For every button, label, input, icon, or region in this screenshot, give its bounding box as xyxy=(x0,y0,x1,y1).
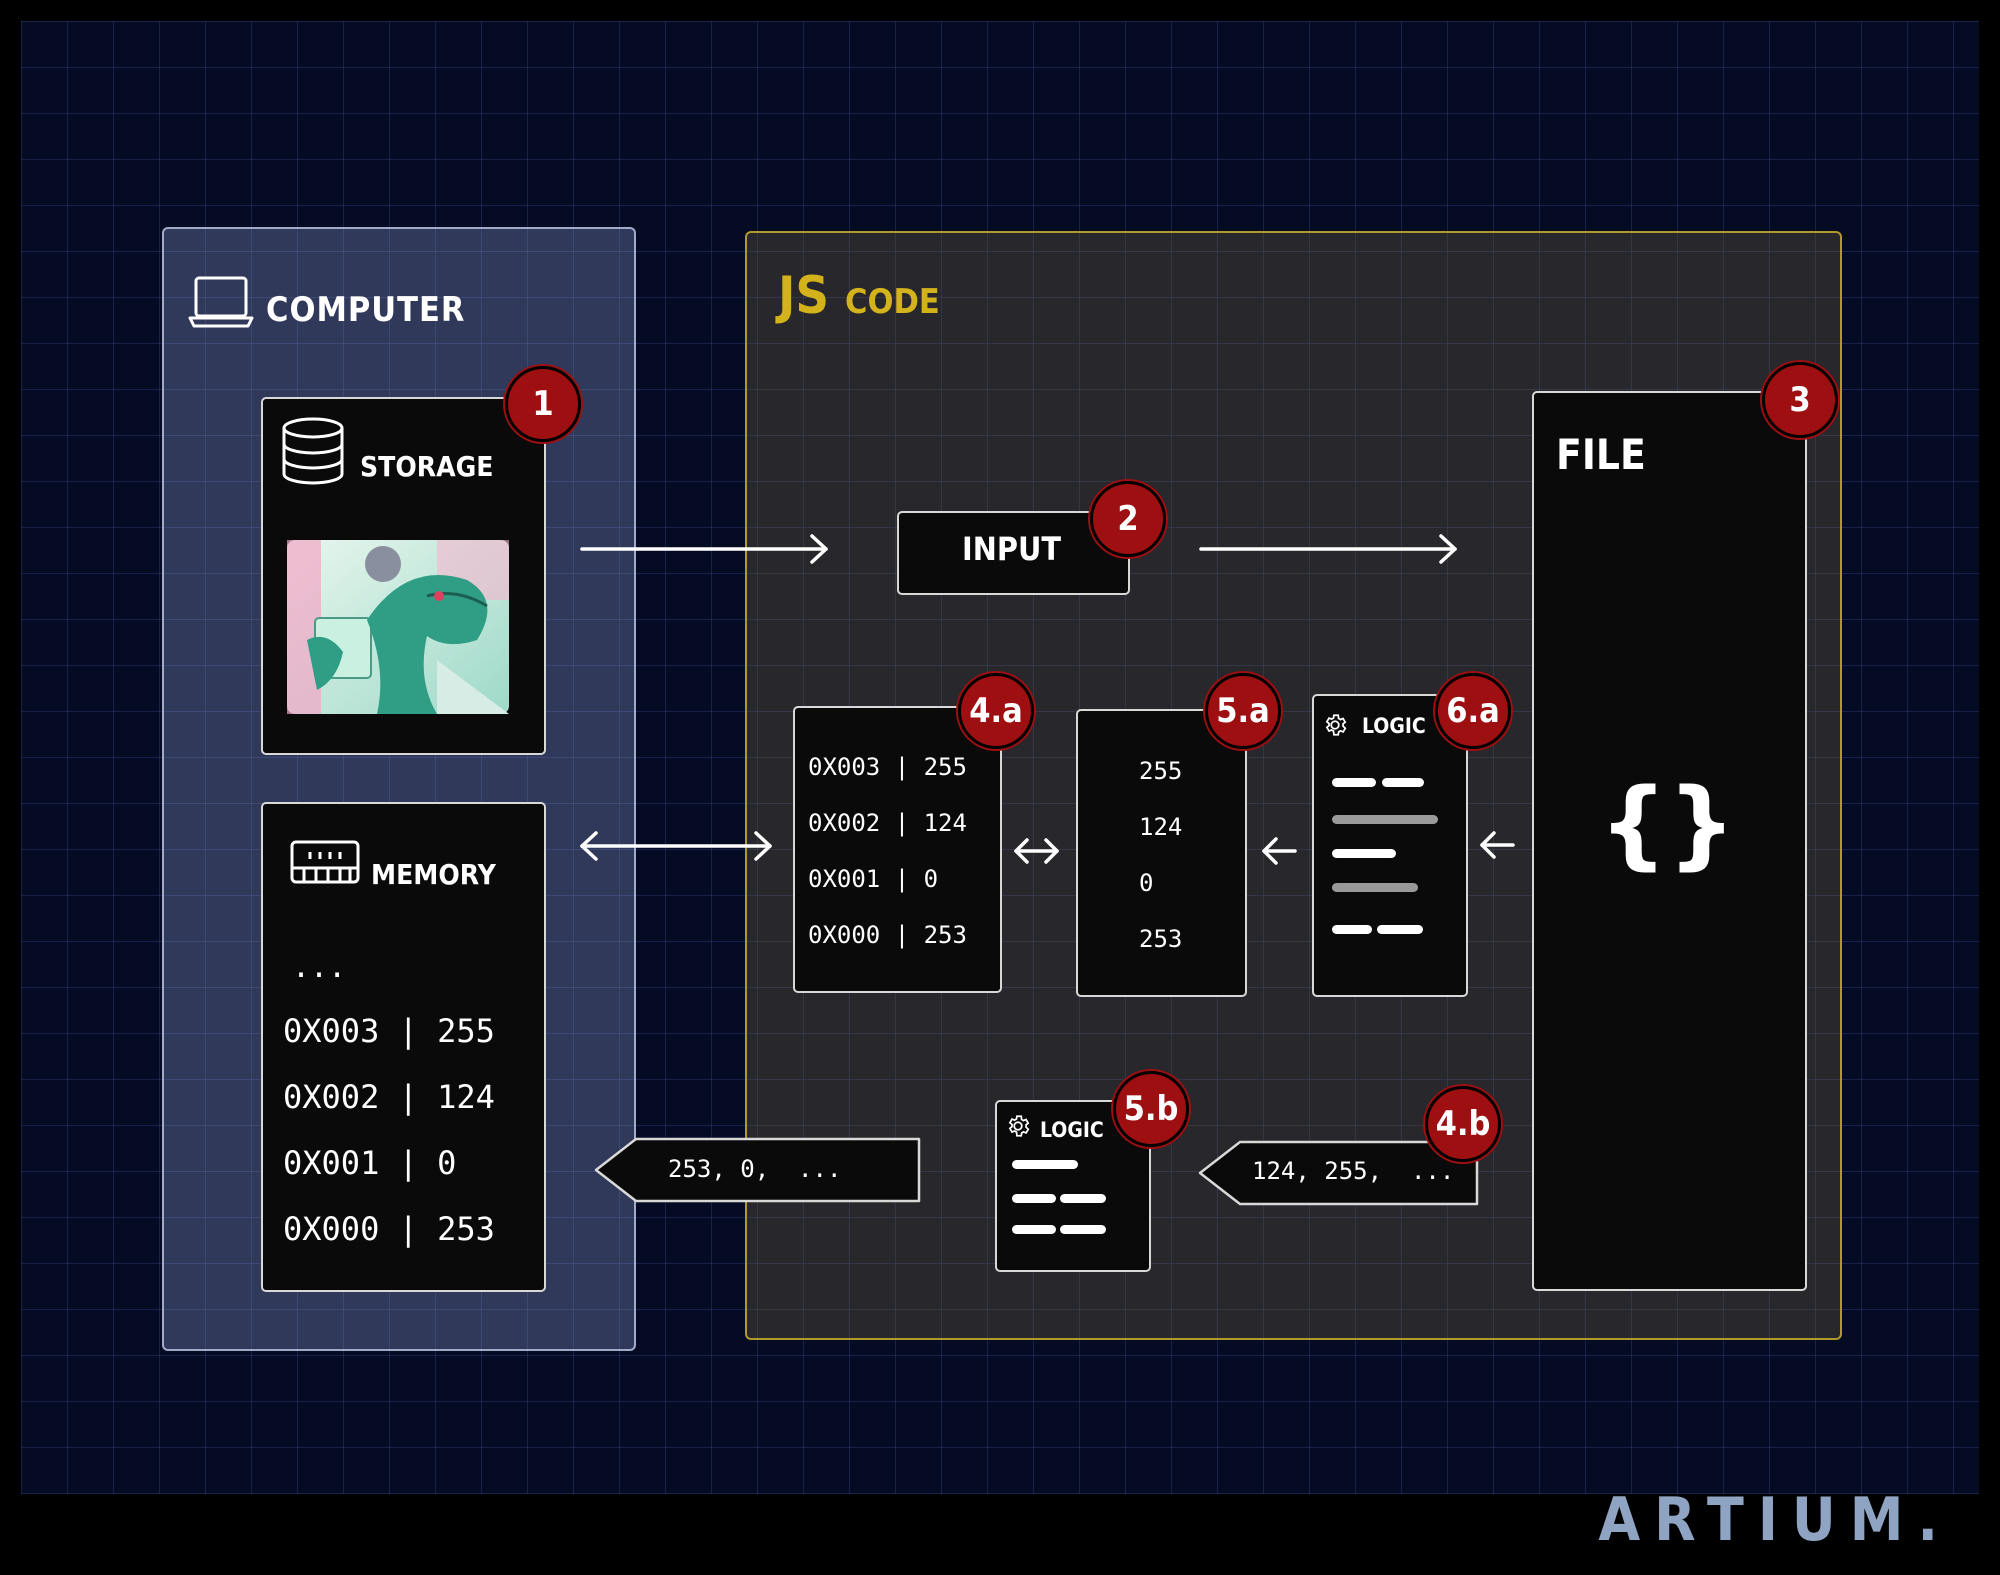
step-badge-3: 3 xyxy=(1762,362,1838,438)
memory-box xyxy=(261,802,546,1292)
values-box xyxy=(1076,709,1247,997)
memory-table-row: 0X001 | 0 xyxy=(808,865,939,893)
logic-label: LOGIC xyxy=(1362,714,1426,738)
memory-table-box xyxy=(793,706,1002,993)
logic-box-6a xyxy=(1312,694,1468,997)
memory-label: MEMORY xyxy=(371,858,496,891)
memory-ellipsis: ... xyxy=(292,950,347,985)
value-item: 253 xyxy=(1139,925,1183,953)
code-line xyxy=(1332,925,1372,934)
output-stream-text: 253, 0, ... xyxy=(668,1155,842,1183)
code-line xyxy=(1060,1225,1106,1234)
memory-row: 0X003 | 255 xyxy=(283,1012,495,1050)
laptop-icon xyxy=(188,276,254,328)
step-badge-4b: 4.b xyxy=(1425,1086,1501,1162)
code-line xyxy=(1012,1194,1056,1203)
code-line xyxy=(1377,925,1423,934)
code-title: CODE xyxy=(845,282,940,322)
curly-braces-icon: {} xyxy=(1599,768,1736,880)
file-label: FILE xyxy=(1556,430,1646,479)
input-label: INPUT xyxy=(962,530,1061,568)
memory-row: 0X001 | 0 xyxy=(283,1144,457,1182)
stream-tag-4b xyxy=(1198,1140,1479,1206)
code-line xyxy=(1382,778,1424,787)
code-line xyxy=(1332,883,1418,892)
code-line xyxy=(1332,849,1396,858)
memory-table-row: 0X003 | 255 xyxy=(808,753,967,781)
step-badge-5b: 5.b xyxy=(1113,1071,1189,1147)
brand-logo: ARTIUM. xyxy=(1598,1485,1952,1555)
code-line xyxy=(1012,1225,1056,1234)
value-item: 0 xyxy=(1139,869,1154,897)
stream-text-4b: 124, 255, ... xyxy=(1252,1157,1455,1185)
step-badge-6a: 6.a xyxy=(1435,673,1511,749)
value-item: 255 xyxy=(1139,757,1183,785)
computer-title: COMPUTER xyxy=(266,290,466,330)
storage-label: STORAGE xyxy=(360,450,494,483)
code-line xyxy=(1060,1194,1106,1203)
memory-row: 0X002 | 124 xyxy=(283,1078,495,1116)
memory-row: 0X000 | 253 xyxy=(283,1210,495,1248)
lizard-scientist-illustration xyxy=(287,540,509,714)
memory-table-row: 0X002 | 124 xyxy=(808,809,967,837)
step-badge-1: 1 xyxy=(505,366,581,442)
database-icon xyxy=(282,417,344,485)
memory-table-row: 0X000 | 253 xyxy=(808,921,967,949)
gear-icon xyxy=(1325,714,1347,736)
output-stream-tag xyxy=(594,1137,921,1203)
code-line xyxy=(1012,1160,1078,1169)
step-badge-5a: 5.a xyxy=(1205,673,1281,749)
value-item: 124 xyxy=(1139,813,1183,841)
code-line xyxy=(1332,778,1376,787)
code-line xyxy=(1332,815,1438,824)
js-title: JS xyxy=(778,266,830,326)
gear-icon xyxy=(1008,1115,1030,1137)
ram-chip-icon xyxy=(290,840,360,884)
file-box xyxy=(1532,391,1807,1291)
step-badge-4a: 4.a xyxy=(958,673,1034,749)
logic-label: LOGIC xyxy=(1040,1118,1104,1142)
step-badge-2: 2 xyxy=(1090,481,1166,557)
